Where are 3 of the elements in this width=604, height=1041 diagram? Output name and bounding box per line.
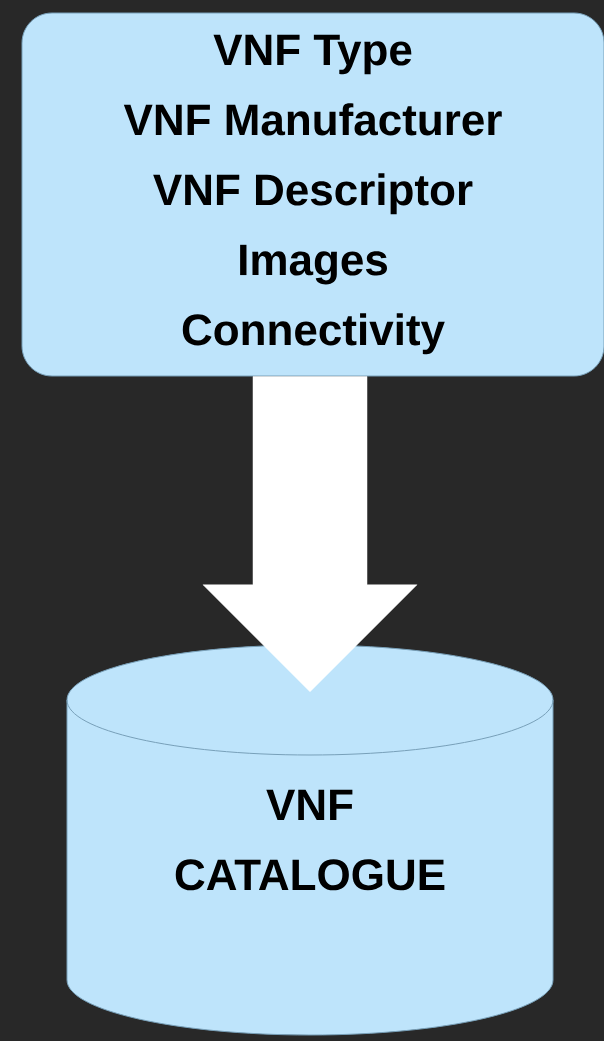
block-arrow [202, 376, 418, 693]
rounded-box: VNF Type VNF Manufacturer VNF Descriptor Images Connectivity [21, 12, 604, 377]
database-cylinder: VNF CATALOGUE [66, 644, 554, 1036]
